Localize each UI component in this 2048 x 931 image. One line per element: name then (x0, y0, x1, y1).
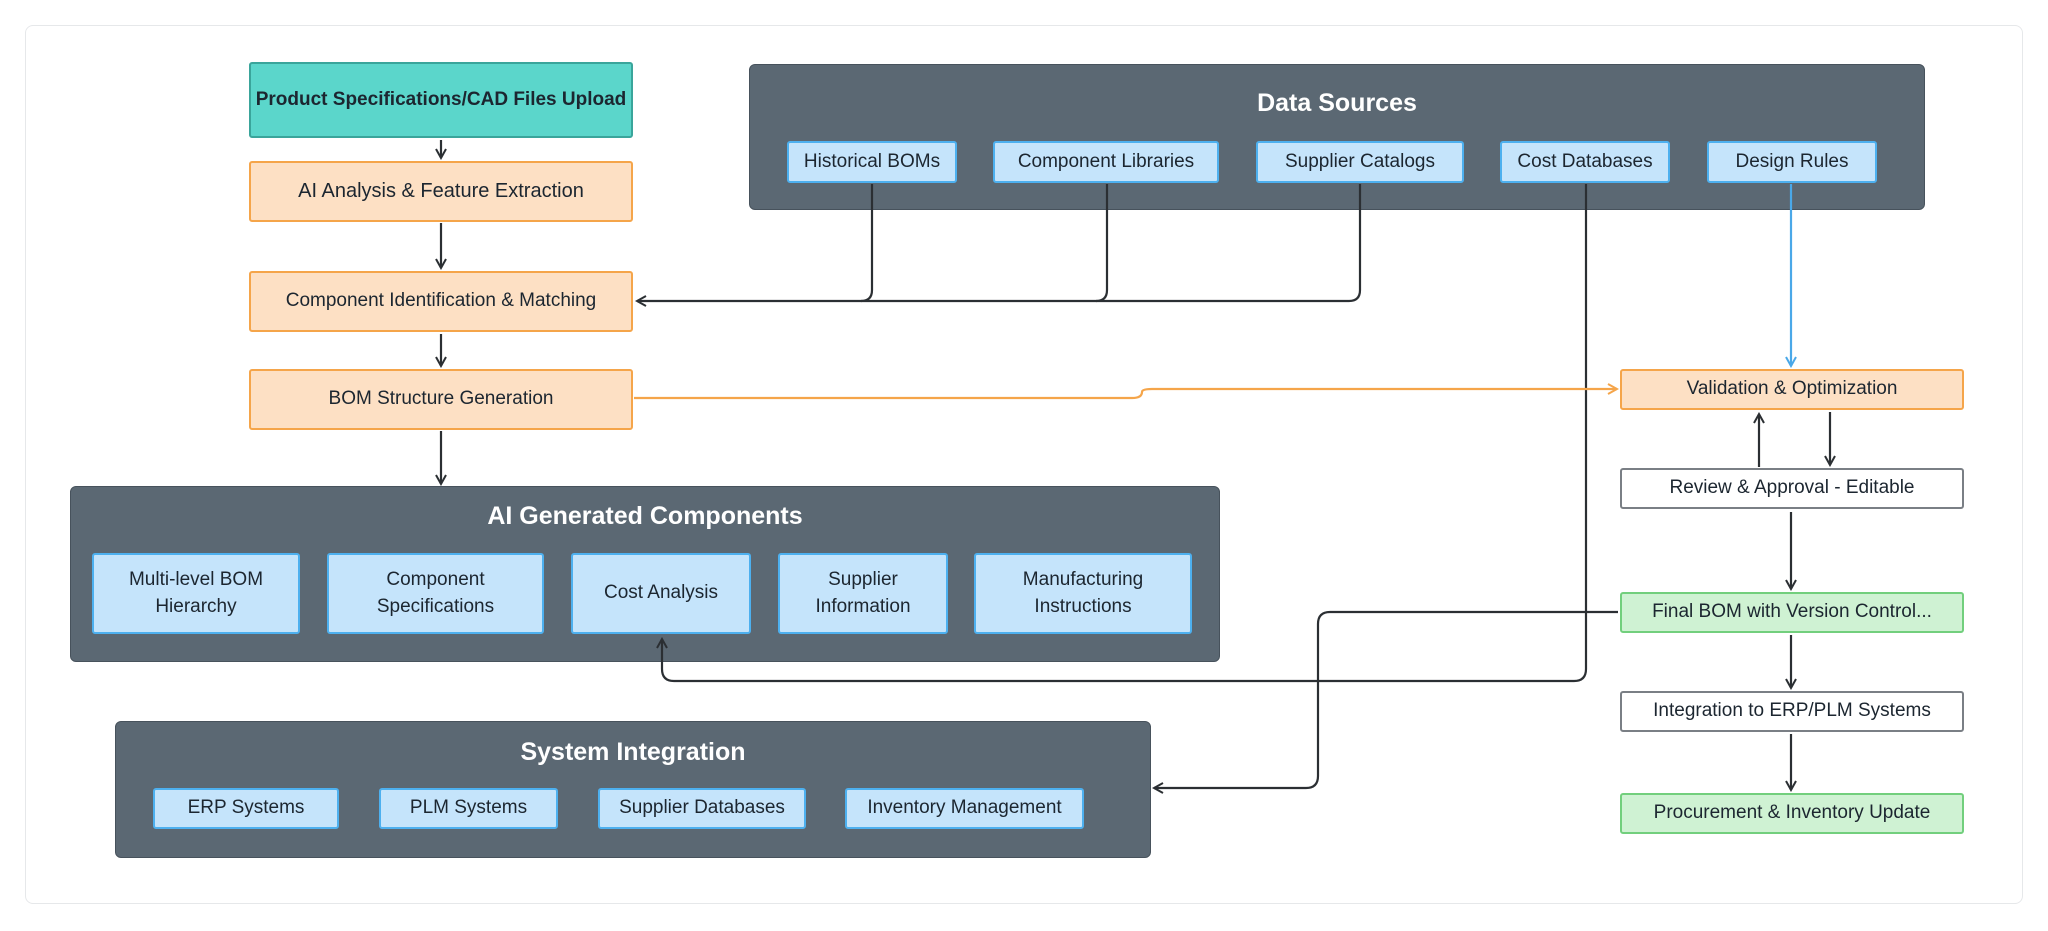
erp-plm-integration-node[interactable]: Integration to ERP/PLM Systems (1620, 691, 1964, 732)
manufacturing-instructions-line-2: Instructions (1034, 595, 1132, 617)
procurement-node[interactable]: Procurement & Inventory Update (1620, 793, 1964, 834)
validation-node[interactable]: Validation & Optimization (1620, 369, 1964, 410)
supplier-databases-chip[interactable]: Supplier Databases (598, 788, 806, 829)
component-libraries-chip[interactable]: Component Libraries (993, 141, 1219, 183)
cost-databases-chip[interactable]: Cost Databases (1500, 141, 1670, 183)
manufacturing-instructions-line-1: Manufacturing (1022, 568, 1144, 590)
supplier-information-line-1: Supplier (828, 568, 898, 590)
inventory-management-chip[interactable]: Inventory Management (845, 788, 1084, 829)
system-integration-title: System Integration (520, 738, 746, 766)
supplier-information-line-2: Information (815, 595, 911, 617)
data-sources-title: Data Sources (1257, 89, 1417, 117)
component-identification-node[interactable]: Component Identification & Matching (249, 271, 633, 332)
component-specifications-line-2: Specifications (376, 595, 495, 617)
design-rules-chip[interactable]: Design Rules (1707, 141, 1877, 183)
data-sources-group: Data Sources (749, 64, 1925, 210)
multi-level-bom-chip[interactable]: Multi-level BOM Hierarchy (92, 553, 300, 634)
ai-components-title: AI Generated Components (487, 502, 803, 530)
component-specifications-line-1: Component (386, 568, 485, 590)
final-bom-node[interactable]: Final BOM with Version Control... (1620, 592, 1964, 633)
bom-structure-node[interactable]: BOM Structure Generation (249, 369, 633, 430)
upload-node[interactable]: Product Specifications/CAD Files Upload (249, 62, 633, 138)
cost-analysis-chip[interactable]: Cost Analysis (571, 553, 751, 634)
ai-analysis-node[interactable]: AI Analysis & Feature Extraction (249, 161, 633, 222)
erp-systems-chip[interactable]: ERP Systems (153, 788, 339, 829)
review-approval-node[interactable]: Review & Approval - Editable (1620, 468, 1964, 509)
historical-boms-chip[interactable]: Historical BOMs (787, 141, 957, 183)
supplier-catalogs-chip[interactable]: Supplier Catalogs (1256, 141, 1464, 183)
multi-level-bom-line-2: Hierarchy (155, 595, 237, 617)
multi-level-bom-line-1: Multi-level BOM (128, 568, 264, 590)
plm-systems-chip[interactable]: PLM Systems (379, 788, 558, 829)
cost-analysis-label: Cost Analysis (603, 582, 719, 604)
